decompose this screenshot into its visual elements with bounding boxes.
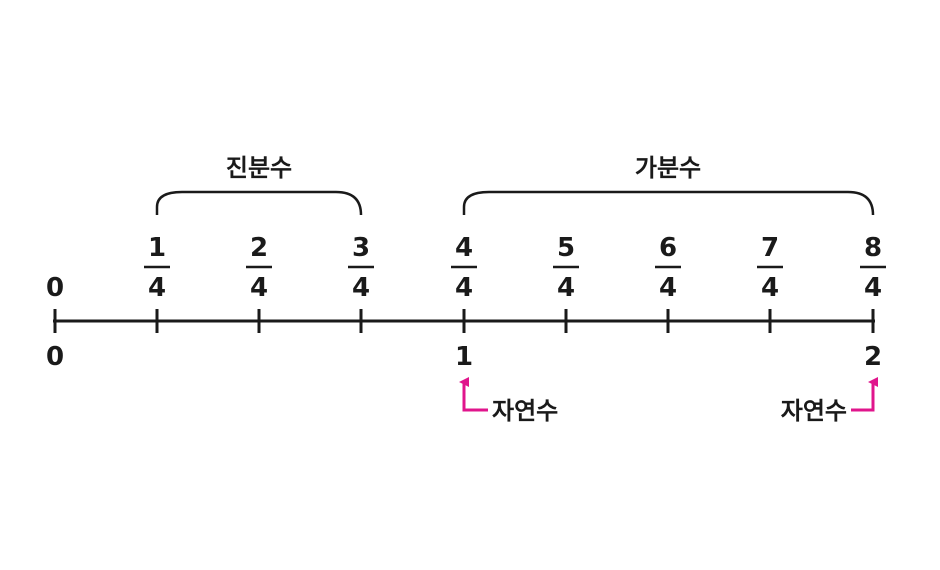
numerator: 8	[864, 233, 882, 263]
natural-number-label-1: 자연수	[492, 397, 558, 425]
numerator: 5	[557, 233, 575, 263]
numerator: 4	[455, 233, 473, 263]
denominator: 4	[557, 273, 575, 303]
ticks	[53, 309, 875, 333]
denominator: 4	[761, 273, 779, 303]
denominator: 4	[250, 273, 268, 303]
proper-fraction-label: 진분수	[226, 154, 292, 182]
improper-fraction-label: 가분수	[635, 154, 701, 182]
natural-number-arrow-1	[459, 377, 488, 412]
fraction-3-4: 3 4	[348, 233, 374, 303]
start-label-top: 0	[46, 273, 64, 303]
whole-label-2: 2	[864, 342, 882, 372]
fraction-2-4: 2 4	[246, 233, 272, 303]
proper-fraction-brace	[155, 190, 363, 216]
fraction-5-4: 5 4	[553, 233, 579, 303]
fraction-7-4: 7 4	[757, 233, 783, 303]
natural-number-arrow-2	[851, 377, 878, 412]
fraction-1-4: 1 4	[144, 233, 170, 303]
fraction-8-4: 8 4	[860, 233, 886, 303]
fraction-6-4: 6 4	[655, 233, 681, 303]
fraction-4-4: 4 4	[451, 233, 477, 303]
whole-label-1: 1	[455, 342, 473, 372]
natural-number-label-2: 자연수	[781, 397, 847, 425]
denominator: 4	[659, 273, 677, 303]
denominator: 4	[148, 273, 166, 303]
denominator: 4	[352, 273, 370, 303]
improper-fraction-brace	[462, 190, 875, 216]
denominator: 4	[455, 273, 473, 303]
denominator: 4	[864, 273, 882, 303]
numerator: 7	[761, 233, 779, 263]
numerator: 3	[352, 233, 370, 263]
numerator: 2	[250, 233, 268, 263]
whole-label-0: 0	[46, 342, 64, 372]
numerator: 1	[148, 233, 166, 263]
numerator: 6	[659, 233, 677, 263]
